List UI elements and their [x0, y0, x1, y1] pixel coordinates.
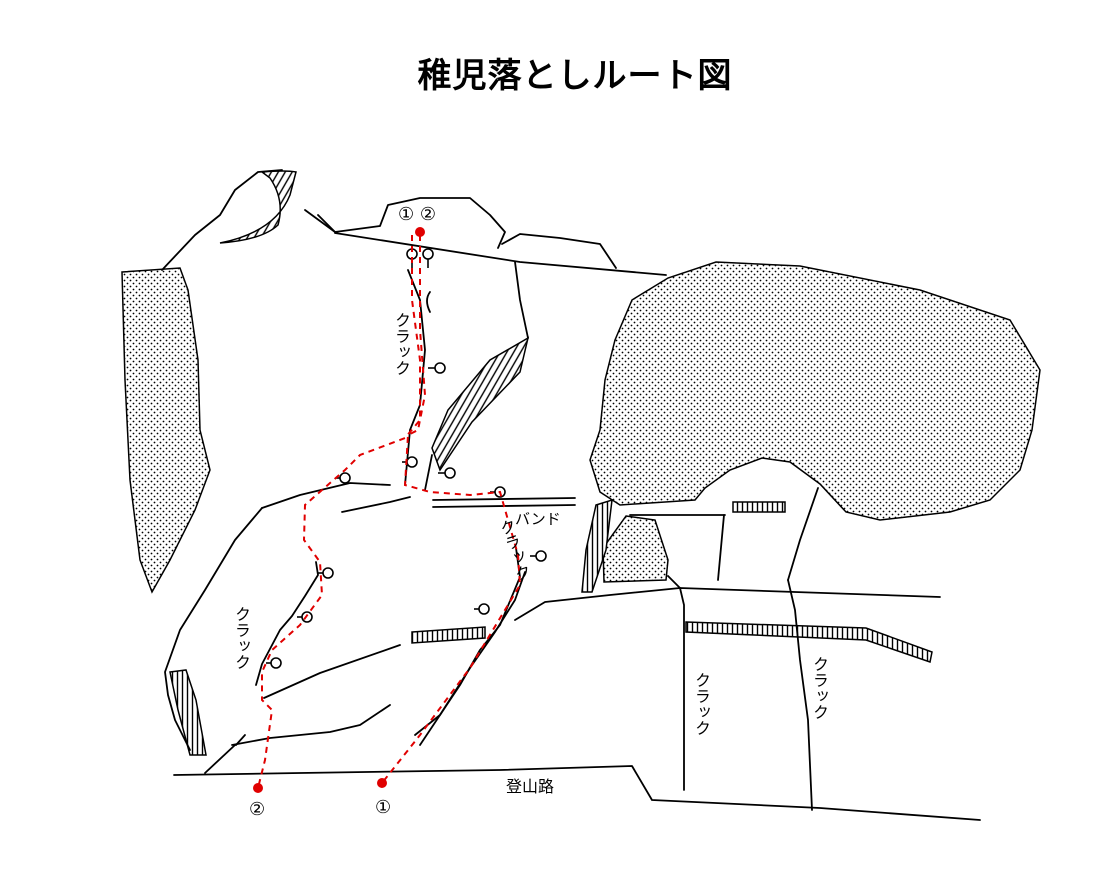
crack-label-lower-left: クラック — [232, 606, 251, 670]
bolt-8 — [478, 603, 490, 615]
bolt-1 — [434, 362, 446, 374]
route-2-start-dot — [253, 783, 263, 793]
summit-label: ① ② — [398, 204, 436, 225]
vegetation-left — [121, 267, 211, 594]
crack-label-upper-center: クラック — [392, 312, 411, 376]
route-2-label: ② — [249, 799, 265, 820]
route-lines — [257, 235, 522, 789]
route-2-line — [257, 235, 421, 789]
trail-label: 登山路 — [506, 777, 554, 796]
crack-label-bottom-right-b: クラック — [810, 656, 829, 720]
route-endpoints — [253, 227, 425, 793]
crack-label-bottom-right-a: クラック — [692, 672, 711, 736]
summit-dot — [415, 227, 425, 237]
bolt-top-b — [422, 248, 434, 260]
route-1-line — [381, 235, 522, 784]
bolt-7 — [322, 567, 334, 579]
overhang-top-left — [219, 170, 297, 244]
route-1-start-dot — [377, 778, 387, 788]
bolt-4 — [339, 472, 351, 484]
overhang-middle — [411, 626, 486, 644]
overhang-long-right — [685, 621, 933, 663]
bolt-10 — [270, 657, 282, 669]
rock-lines — [161, 169, 981, 821]
page-title: 稚児落としルート図 — [417, 56, 733, 96]
route-1-label: ① — [375, 797, 391, 818]
bolt-2 — [406, 456, 418, 468]
overhang-pillar — [581, 498, 613, 593]
band-label: バンド — [515, 510, 561, 528]
bolt-3 — [444, 467, 456, 479]
vegetation-small — [602, 515, 669, 583]
bolt-6 — [535, 550, 547, 562]
overhang-small-right — [732, 501, 786, 513]
overhang-upper-right — [431, 336, 530, 472]
overhang-lower-left — [169, 669, 207, 756]
vegetation-right — [589, 261, 1041, 521]
